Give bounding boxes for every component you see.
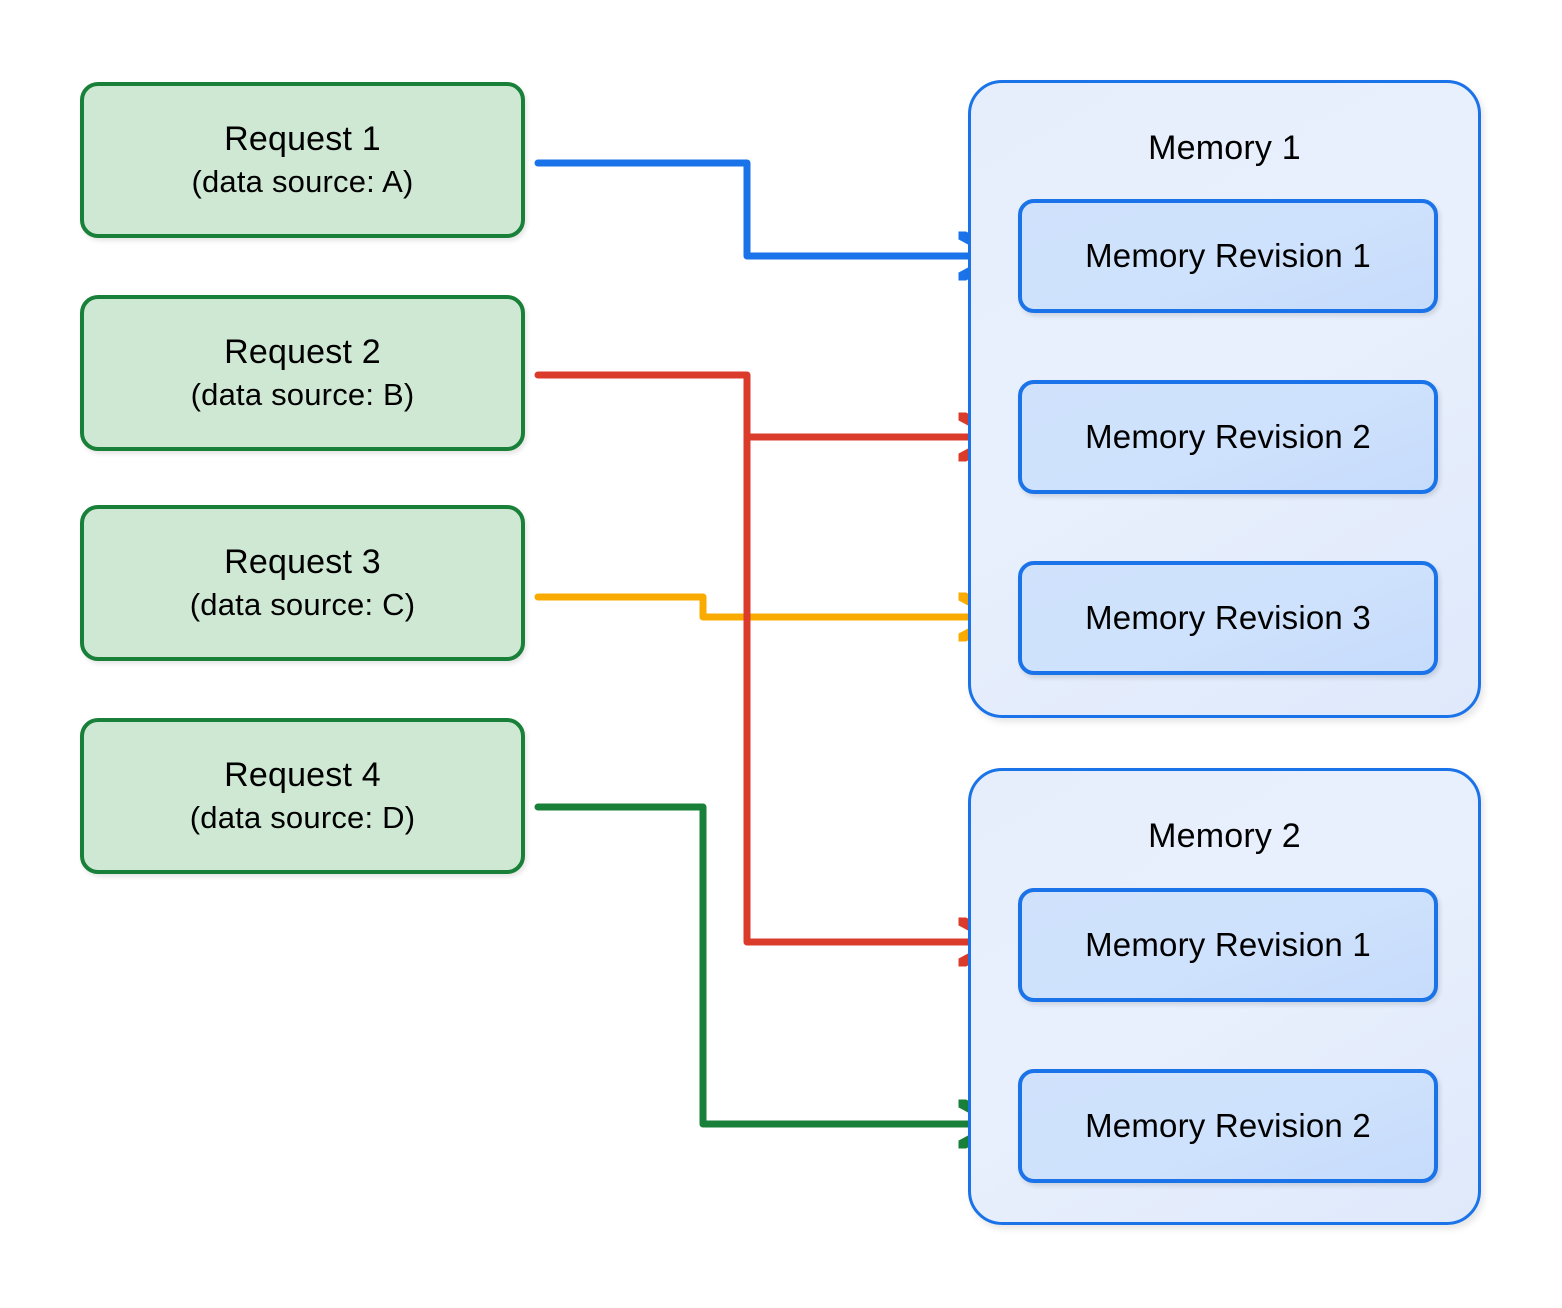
connector-request3-to-memory1-revision3	[534, 597, 995, 617]
request-card-1[interactable]: Request 1 (data source: A)	[80, 82, 525, 238]
request-title: Request 3	[224, 543, 381, 582]
request-card-4[interactable]: Request 4 (data source: D)	[80, 718, 525, 874]
memory-revision-card[interactable]: Memory Revision 1	[1018, 888, 1438, 1002]
connector-request1-to-memory1-revision1	[534, 159, 995, 256]
connector-request2-to-memory2-revision1	[534, 371, 995, 942]
request-title: Request 2	[224, 333, 381, 372]
memory-revision-card[interactable]: Memory Revision 2	[1018, 380, 1438, 494]
memory-revision-card[interactable]: Memory Revision 1	[1018, 199, 1438, 313]
request-card-2[interactable]: Request 2 (data source: B)	[80, 295, 525, 451]
memory-title: Memory 2	[1148, 817, 1301, 855]
memory-revision-card[interactable]: Memory Revision 3	[1018, 561, 1438, 675]
request-subtitle: (data source: C)	[189, 587, 416, 623]
request-title: Request 4	[224, 756, 381, 795]
request-subtitle: (data source: D)	[189, 800, 416, 836]
request-subtitle: (data source: B)	[190, 377, 415, 413]
memory-revision-card[interactable]: Memory Revision 2	[1018, 1069, 1438, 1183]
request-title: Request 1	[224, 120, 381, 159]
memory-container-1[interactable]: Memory 1 Memory Revision 1 Memory Revisi…	[968, 80, 1481, 718]
request-card-3[interactable]: Request 3 (data source: C)	[80, 505, 525, 661]
memory-container-2[interactable]: Memory 2 Memory Revision 1 Memory Revisi…	[968, 768, 1481, 1225]
memory-title: Memory 1	[1148, 129, 1301, 167]
connector-request4-to-memory2-revision2	[534, 803, 995, 1124]
request-subtitle: (data source: A)	[191, 164, 414, 200]
